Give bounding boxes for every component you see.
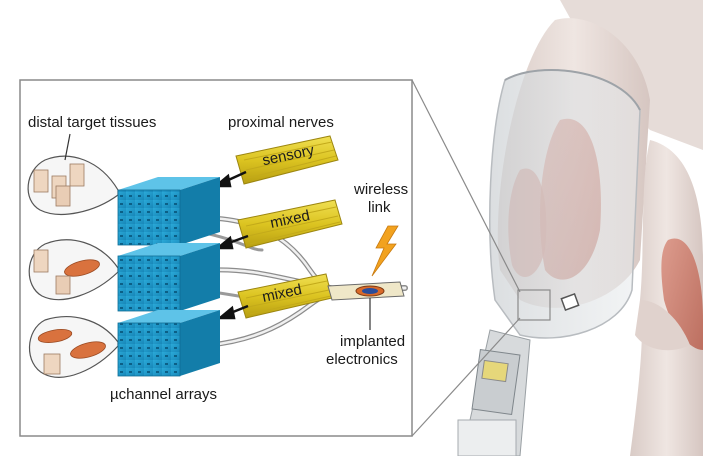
tissue-bubble-3: [29, 316, 119, 378]
uchannel-array-3: [117, 310, 220, 377]
knee: [635, 300, 690, 351]
label-proximal-nerves: proximal nerves: [228, 114, 334, 131]
tissue-bubble-2: [28, 239, 119, 301]
implanted-electronics-device: [327, 281, 405, 301]
other-leg-muscle: [661, 238, 703, 350]
pylon-base: [457, 419, 517, 456]
nerve-arrows: [212, 170, 249, 320]
label-wireless: wireless: [354, 181, 409, 198]
distal-label-arrow: [64, 133, 71, 161]
label-implanted: implanted: [340, 333, 406, 350]
label-uchannel-arrays: µchannel arrays: [110, 386, 218, 403]
zoom-line-bottom: [411, 317, 521, 437]
pylon-display: [481, 359, 509, 383]
uchannel-array-1: [117, 177, 220, 246]
uchannel-array-2: [117, 243, 220, 312]
tissue-bubble-1: [27, 155, 119, 215]
socket-rim: [504, 69, 641, 111]
leg-illustration: [457, 0, 703, 456]
wireless-lightning-icon: [371, 225, 399, 277]
socket-electronics-window: [560, 293, 580, 311]
zoom-line-top: [411, 79, 521, 293]
label-distal-target-tissues: distal target tissues: [28, 114, 157, 131]
label-link: link: [368, 199, 391, 216]
pylon-module: [471, 348, 521, 416]
label-electronics: electronics: [326, 351, 398, 368]
zoom-source-box: [517, 289, 551, 321]
